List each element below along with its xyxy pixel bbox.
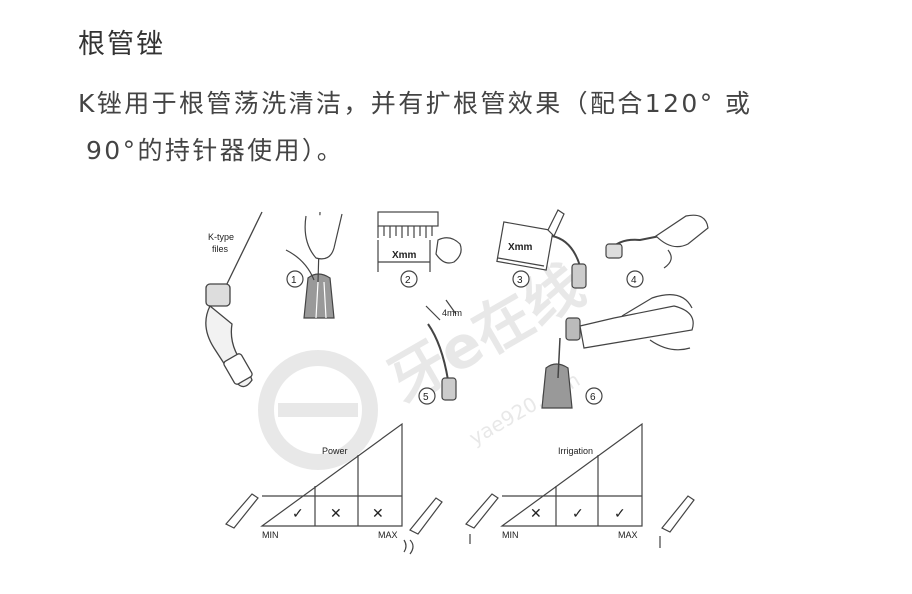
irrigation-max-label: MAX <box>618 530 638 540</box>
step-2-xmm: Xmm <box>392 250 417 261</box>
step-5-4mm: 4mm <box>442 308 462 318</box>
step-3-xmm: Xmm <box>508 242 533 253</box>
power-label: Power <box>322 446 348 456</box>
power-cell-1: ✓ <box>292 505 304 521</box>
step-4-number: 4 <box>631 275 637 286</box>
irrigation-cell-1: ✕ <box>530 505 542 521</box>
step-5-number: 5 <box>423 392 429 403</box>
step-3-number: 3 <box>517 275 523 286</box>
power-cell-2: ✕ <box>330 505 342 521</box>
irrigation-chart: Irrigation MIN MAX ✕ ✓ ✓ <box>465 422 695 548</box>
files-label: files <box>212 244 229 254</box>
description-line-1: K锉用于根管荡洗清洁，并有扩根管效果（配合120° 或 <box>78 89 753 118</box>
step-1-number: 1 <box>291 275 297 286</box>
step-5-illustration: 4mm 5 <box>418 299 462 405</box>
step-2-illustration: Xmm 2 <box>377 211 462 288</box>
step-4-illustration: 4 <box>605 214 709 288</box>
page-title: 根管锉 <box>78 29 165 60</box>
power-max-label: MAX <box>378 530 398 540</box>
k-file-illustration: K-type files <box>205 211 263 388</box>
description: K锉用于根管荡洗清洁，并有扩根管效果（配合120° 或 90°的持针器使用）。 <box>78 80 878 174</box>
irrigation-label: Irrigation <box>558 446 593 456</box>
k-type-label: K-type <box>208 232 234 242</box>
step-1-illustration: 1 <box>285 211 343 319</box>
irrigation-cell-2: ✓ <box>572 505 584 521</box>
power-chart: Power MIN MAX ✓ ✕ ✕ <box>225 422 443 555</box>
power-cell-3: ✕ <box>372 505 384 521</box>
irrigation-cell-3: ✓ <box>614 505 626 521</box>
irrigation-min-label: MIN <box>502 530 519 540</box>
step-6-illustration: 6 <box>541 294 694 409</box>
step-3-illustration: Xmm 3 <box>496 209 587 289</box>
description-line-2: 90°的持针器使用）。 <box>86 136 345 165</box>
step-6-number: 6 <box>590 392 596 403</box>
power-min-label: MIN <box>262 530 279 540</box>
step-2-number: 2 <box>405 275 411 286</box>
